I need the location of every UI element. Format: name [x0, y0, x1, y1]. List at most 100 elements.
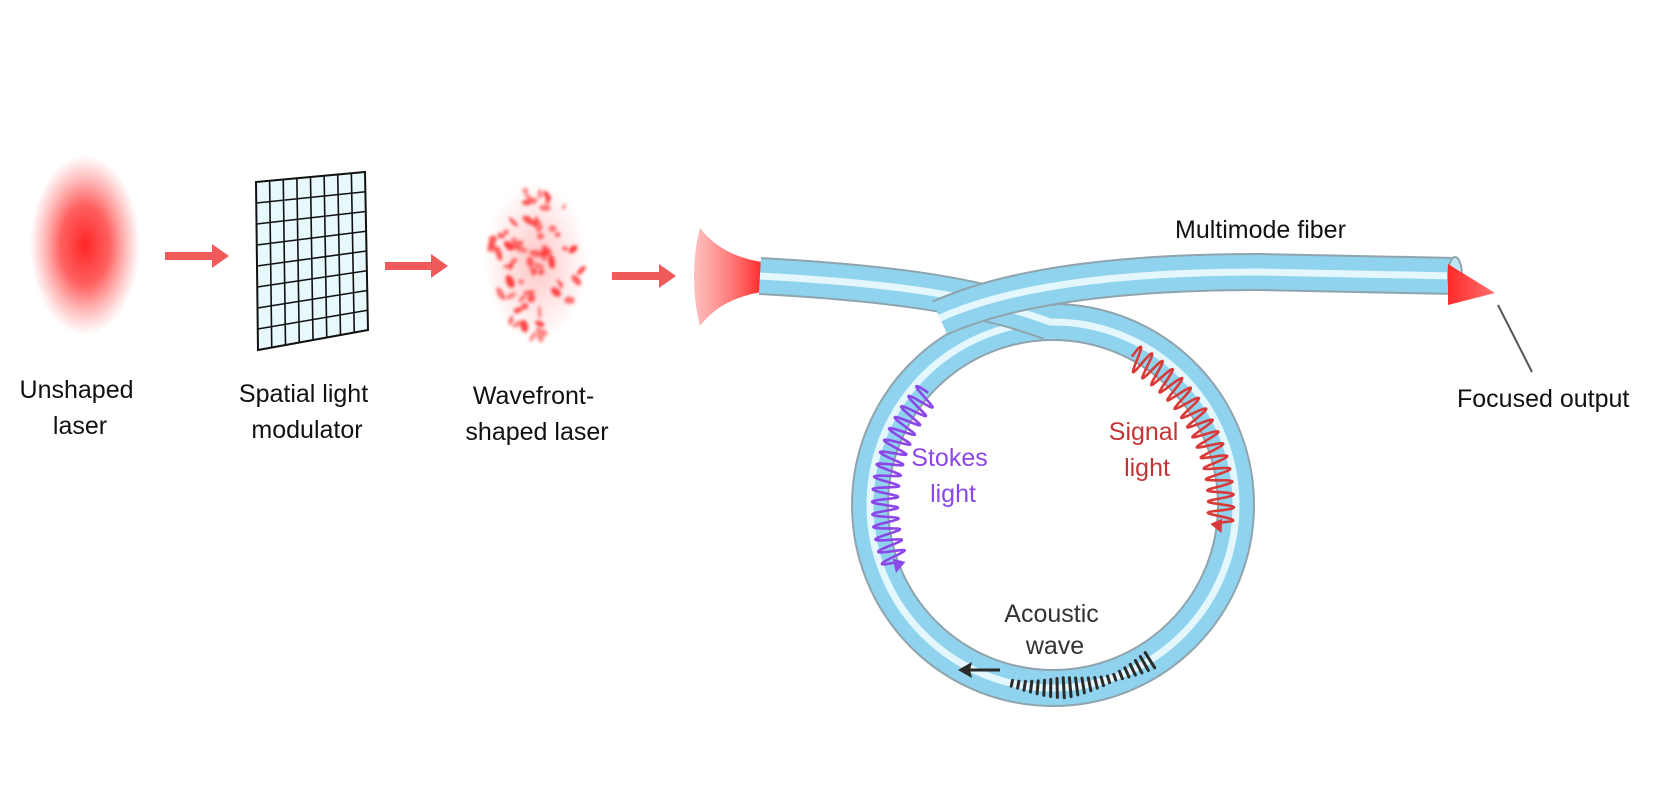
speckle-dot [536, 330, 544, 343]
speckle-dot [518, 294, 527, 303]
grid-icon [254, 170, 370, 352]
speckle-dot [550, 287, 561, 297]
multimode-fiber-label: Multimode fiber [1175, 216, 1346, 244]
acoustic-wave-line [1099, 675, 1105, 688]
signal-light-label: Signal light [1109, 418, 1185, 482]
speckle-dot [512, 320, 523, 328]
speckle-dot [542, 247, 552, 256]
right-arrow-icon [165, 244, 229, 268]
acoustic-wave-line [1022, 679, 1027, 692]
acoustic-wave-line [1138, 655, 1150, 672]
slm-grid-line [257, 269, 367, 288]
speckle-dot [505, 292, 517, 300]
acoustic-wave-line [1106, 674, 1112, 685]
wavefront-shaped-laser-spot [484, 182, 588, 343]
stokes-light-wave [870, 384, 934, 573]
unshaped-laser-label: Unshaped laser [20, 376, 141, 440]
speckle-dot [522, 215, 534, 225]
input-light-cone [694, 228, 762, 326]
acoustic-wave-line [1080, 676, 1086, 695]
speckle-dot [526, 256, 534, 267]
unshaped-laser-spot [30, 155, 140, 335]
fiber-loop [851, 303, 1255, 707]
speckle-dot [504, 240, 514, 251]
slm-grid-line [257, 289, 368, 309]
speckle-dot [532, 197, 538, 203]
acoustic-wave-line [1093, 676, 1099, 690]
speckle-dot [529, 250, 544, 257]
speckle-dot [533, 263, 545, 269]
acoustic-wave-label: Acoustic wave [1004, 600, 1105, 660]
speckle-dot [505, 274, 515, 289]
speckle-dot [536, 224, 543, 232]
slm-grid-line [257, 309, 368, 330]
acoustic-wave-line [1074, 676, 1080, 697]
speckle-dot [538, 269, 545, 275]
right-arrow-icon [385, 254, 448, 278]
acoustic-wave-line [1009, 678, 1014, 688]
speckle-dot [554, 231, 561, 238]
acoustic-wave-line [1133, 659, 1144, 675]
speckle-dot [568, 245, 578, 254]
speckle-dot [521, 302, 529, 310]
acoustic-arrow-head [958, 662, 972, 678]
acoustic-wave-marks [1009, 651, 1157, 700]
speckle-dot [529, 331, 537, 342]
speckle-dot [508, 315, 514, 326]
speckle-dot [508, 260, 514, 271]
speckle-dot [548, 225, 557, 233]
acoustic-wave-line [1035, 679, 1040, 696]
speckle-dot [541, 253, 548, 261]
speckle-dot [510, 240, 524, 249]
speckle-dot [548, 254, 555, 269]
speckle-dot [502, 229, 509, 235]
speckle-dot [513, 307, 523, 314]
speckle-dot [499, 233, 506, 239]
slm-grid-line [350, 173, 356, 333]
speckle-dot [571, 274, 582, 286]
acoustic-wave-line [1117, 669, 1124, 681]
speckle-dot [543, 190, 552, 201]
speckle-dot [576, 265, 586, 275]
speckle-dot [541, 329, 548, 337]
acoustic-wave-line [1143, 651, 1157, 670]
speckle-dot [562, 246, 568, 251]
acoustic-wave-line [1112, 672, 1118, 682]
right-arrow-icon [612, 264, 676, 288]
speckle-dot [537, 305, 542, 319]
acoustic-wave-line [1067, 676, 1073, 699]
speckle-dot [534, 219, 542, 226]
speckle-dot [496, 246, 503, 261]
speckle-dot [508, 217, 518, 227]
speckle-dot [522, 290, 536, 295]
slm-grid-line [323, 175, 328, 338]
speckle-dot [537, 232, 544, 240]
speckle-dot [496, 287, 506, 301]
speckle-dot [521, 199, 532, 206]
speckle-dot [518, 278, 524, 285]
multimode-fiber [932, 252, 1456, 336]
acoustic-wave-line [1016, 679, 1021, 690]
acoustic-wave-line [1029, 679, 1034, 694]
signal-light-wave [1130, 345, 1236, 534]
speckle-dot [522, 187, 529, 195]
slm-label: Spatial light modulator [239, 380, 375, 444]
focused-output-leader [1497, 304, 1533, 373]
speckle-dot [556, 278, 563, 288]
focused-output-label: Focused output [1457, 385, 1629, 413]
speckle-dot [534, 320, 545, 327]
acoustic-wave-line [1123, 666, 1131, 679]
speckle-dot [527, 294, 536, 303]
speckle-dot [539, 204, 552, 212]
wavefront-shaped-laser-label: Wavefront- shaped laser [465, 382, 608, 446]
slm-grid-line [256, 250, 367, 267]
speckle-dot [528, 263, 535, 277]
acoustic-wave-line [1128, 662, 1137, 677]
focused-output-beam [1448, 264, 1495, 305]
speckle-dot [537, 189, 542, 199]
slm-grid-line [336, 174, 342, 336]
speckle-dot [535, 326, 542, 332]
speckle-dot [564, 296, 575, 305]
acoustic-wave-line [1061, 676, 1066, 700]
